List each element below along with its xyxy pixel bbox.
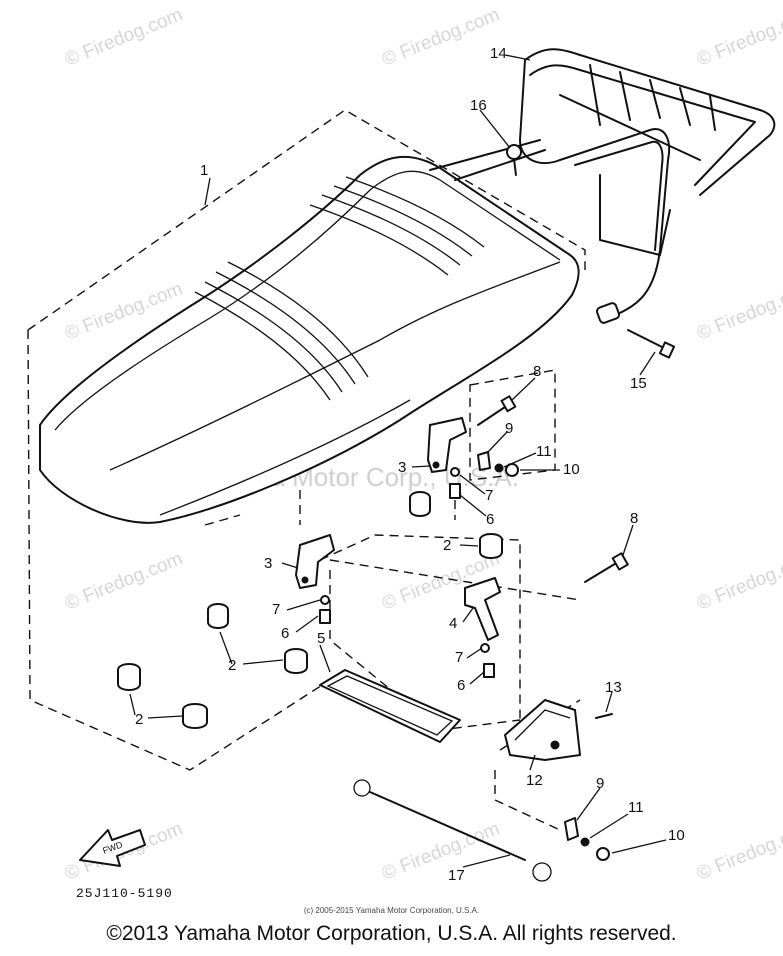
bolt-15 [627,329,676,359]
helmet-cable [353,779,552,882]
callout-7-lower: 7 [272,601,280,618]
watermark-firedog: © Firedog.com [694,4,783,70]
callout-3-upper: 3 [398,459,406,476]
watermark-firedog: © Firedog.com [62,4,186,70]
callout-15: 15 [630,375,647,392]
bracket-3-upper [427,417,467,473]
watermark-firedog: © Firedog.com [694,278,783,344]
callout-16: 16 [470,97,487,114]
callout-11-upper: 11 [536,443,552,460]
callout-10-upper: 10 [563,461,580,478]
copyright-notice: ©2013 Yamaha Motor Corporation, U.S.A. A… [106,922,677,945]
bolt-16 [506,144,522,176]
luggage-rack [429,48,776,324]
seat-lock [504,699,581,761]
callout-9-lower: 9 [596,775,604,792]
fasteners [319,451,613,861]
tool-tray [319,669,461,743]
callout-2-a: 2 [443,537,451,554]
fwd-arrow: FWD [79,829,146,867]
callout-3-lower: 3 [264,555,272,572]
callout-7-mid: 7 [455,649,463,666]
callout-2-c: 2 [135,711,143,728]
callout-11-lower: 11 [628,799,644,816]
callout-14: 14 [490,45,507,62]
callout-2-b: 2 [228,657,236,674]
watermark-firedog: © Firedog.com [379,818,503,884]
callout-17: 17 [448,867,465,884]
bolt-8-lower [584,552,629,583]
bolt-8-upper [477,395,517,426]
small-credit: (c) 2005-2015 Yamaha Motor Corporation, … [303,906,480,915]
drawing-code: 25J110-5190 [76,886,173,901]
callout-6-upper: 6 [486,511,494,528]
callout-1: 1 [200,162,208,179]
callout-6-lower: 6 [281,625,289,642]
callout-10-lower: 10 [668,827,685,844]
seat [39,155,580,524]
callout-5: 5 [317,630,325,647]
watermark-firedog: © Firedog.com [62,548,186,614]
bracket-4 [464,577,501,641]
bracket-3-lower [295,534,335,589]
watermark-firedog: © Firedog.com [694,818,783,884]
callout-9-upper: 9 [505,420,513,437]
callout-8-lower: 8 [630,510,638,527]
callout-4: 4 [449,615,457,632]
callout-labels: 1 14 16 15 8 9 11 10 3 7 6 2 8 3 7 4 6 5… [135,45,685,884]
callout-8-upper: 8 [533,363,541,380]
callout-6-mid: 6 [457,677,465,694]
damper-2 [117,491,503,729]
watermark-firedog: © Firedog.com [379,4,503,70]
callout-7-upper: 7 [485,487,493,504]
leader-lines [129,54,667,868]
watermark-firedog: © Firedog.com [694,548,783,614]
callout-12: 12 [526,772,543,789]
callout-13: 13 [605,679,622,696]
